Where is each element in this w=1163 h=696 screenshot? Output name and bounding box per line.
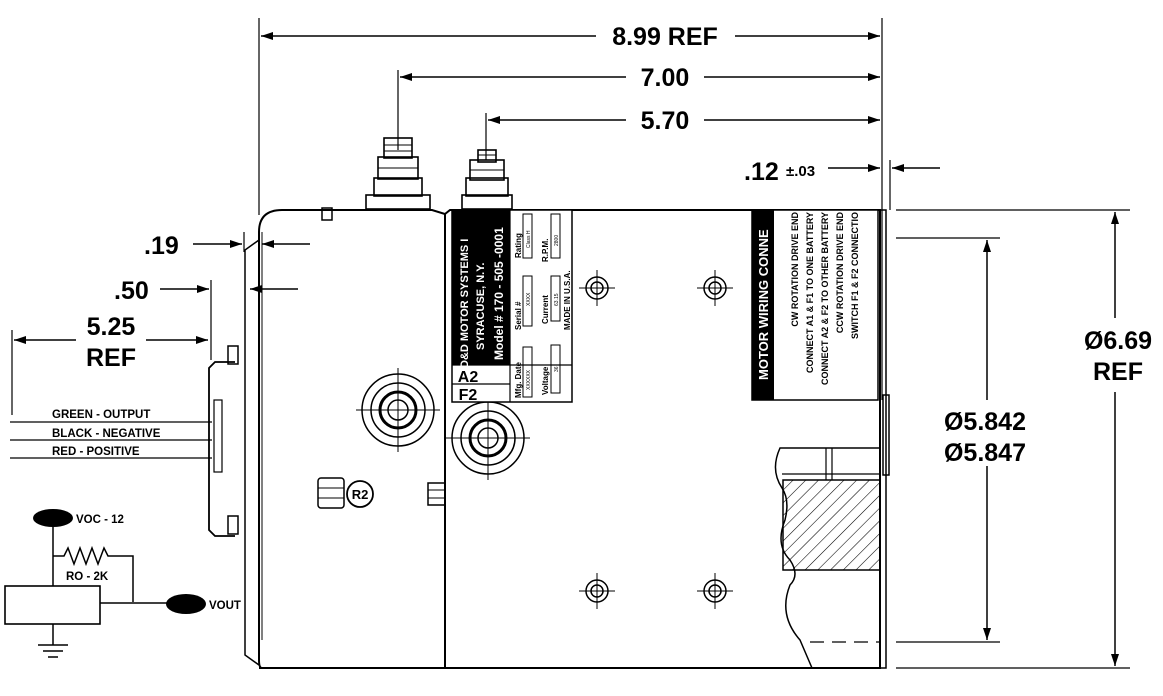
vout-label: VOUT [209,600,241,612]
bearing-left [356,368,440,452]
dim-pilot-diameter-1: Ø5.842 [944,408,1026,436]
r2-marker-label: R2 [352,487,369,502]
wire-green-label: GREEN - OUTPUT [52,409,150,421]
terminal-post-f2 [461,149,513,210]
nameplate-company: D&D MOTOR SYSTEMS I [459,239,471,368]
nameplate-mfg-date-value: XXXXXX [526,369,532,390]
nameplate-mfg-date-label: Mfg. Date [514,361,523,398]
nameplate-rpm-value: 2800 [554,235,560,246]
mount-hole-4 [697,573,733,609]
voc-label: VOC - 12 [76,514,124,526]
terminal-label-a2: A2 [458,369,479,386]
mount-hole-3 [579,573,615,609]
dim-overall-length: 8.99 REF [258,18,883,400]
motor-body [208,207,890,669]
resistor-ro [53,545,134,602]
vout-terminal [166,594,206,614]
wire-leads: GREEN - OUTPUT BLACK - NEGATIVE RED - PO… [10,409,212,459]
dim-19: .19 [144,232,310,260]
nameplate-current-value: 63.15 [554,293,560,306]
nameplate-model: Model # 170 - 505 -0001 [492,227,506,360]
mount-hole-2 [697,270,733,306]
nameplate-rating-label: Rating [514,233,523,258]
nameplate-serial-label: Serial # [514,301,523,330]
terminal-post-a2 [365,137,431,210]
dim-5-25: 5.25 REF [11,313,208,415]
dim-50-label: .50 [114,277,149,305]
nameplate-rating-value: Class H [526,230,532,248]
mount-hole-1 [579,270,615,306]
dim-50: .50 [114,277,298,360]
wiring-plate-line-3: CONNECT A2 & F2 TO OTHER BATTERY [820,212,830,385]
ground-icon [38,624,68,658]
dim-gap: .12 ±.03 [744,158,940,210]
nameplate-serial-value: XXXX [526,292,532,306]
wiring-plate-line-2: CONNECT A1 & F1 TO ONE BATTERY [805,212,815,373]
terminal-label-f2: F2 [459,387,478,404]
nameplate-made-in: MADE IN U.S.A. [563,270,572,330]
dim-gap-tolerance: ±.03 [786,163,815,180]
dim-5-70: 5.70 [485,107,880,160]
nameplate-voltage-value: 36 [554,366,560,372]
wiring-plate-title: MOTOR WIRING CONNE [756,229,771,380]
voc-terminal [33,509,73,527]
hex-bolt [317,477,345,509]
sensor-box [4,585,101,625]
wiring-plate-line-5: SWITCH F1 & F2 CONNECTIO [850,212,860,339]
wiring-plate-line-4: CCW ROTATION DRIVE END [835,212,845,334]
nameplate-voltage-label: Voltage [541,366,550,395]
dim-7-00-label: 7.00 [641,64,690,92]
bearing-center [446,396,530,480]
wiring-plate: MOTOR WIRING CONNE CW ROTATION DRIVE END… [751,209,879,401]
dim-outer-diameter: Ø6.69 REF [896,209,1152,669]
dim-19-label: .19 [144,232,179,260]
dim-outer-diameter-ref: REF [1093,358,1143,386]
nameplate-city: SYRACUSE, N.Y. [475,263,487,350]
dim-pilot-diameter-2: Ø5.847 [944,439,1026,467]
dim-overall-length-label: 8.99 REF [612,23,718,51]
dim-outer-diameter-value: Ø6.69 [1084,327,1152,355]
wiring-plate-line-1: CW ROTATION DRIVE END [790,212,800,327]
wire-red-label: RED - POSITIVE [52,446,140,458]
nameplate: D&D MOTOR SYSTEMS I SYRACUSE, N.Y. Model… [451,209,573,404]
r2-marker: R2 [346,480,374,508]
nameplate-rpm-label: R.P.M. [541,239,550,262]
dim-5-70-label: 5.70 [641,107,690,135]
dim-7-00: 7.00 [397,64,880,150]
sensor-circuit: VOC - 12 RO - 2K VOUT [4,509,241,658]
dim-5-25-value: 5.25 [87,313,136,341]
ro-label: RO - 2K [66,571,109,583]
dim-5-25-ref: REF [86,344,136,372]
nameplate-current-label: Current [541,295,550,324]
cutaway-section [774,447,881,669]
wire-black-label: BLACK - NEGATIVE [52,428,161,440]
dim-pilot-diameter: Ø5.842 Ø5.847 [896,237,1026,643]
dim-gap-value: .12 [744,158,779,186]
